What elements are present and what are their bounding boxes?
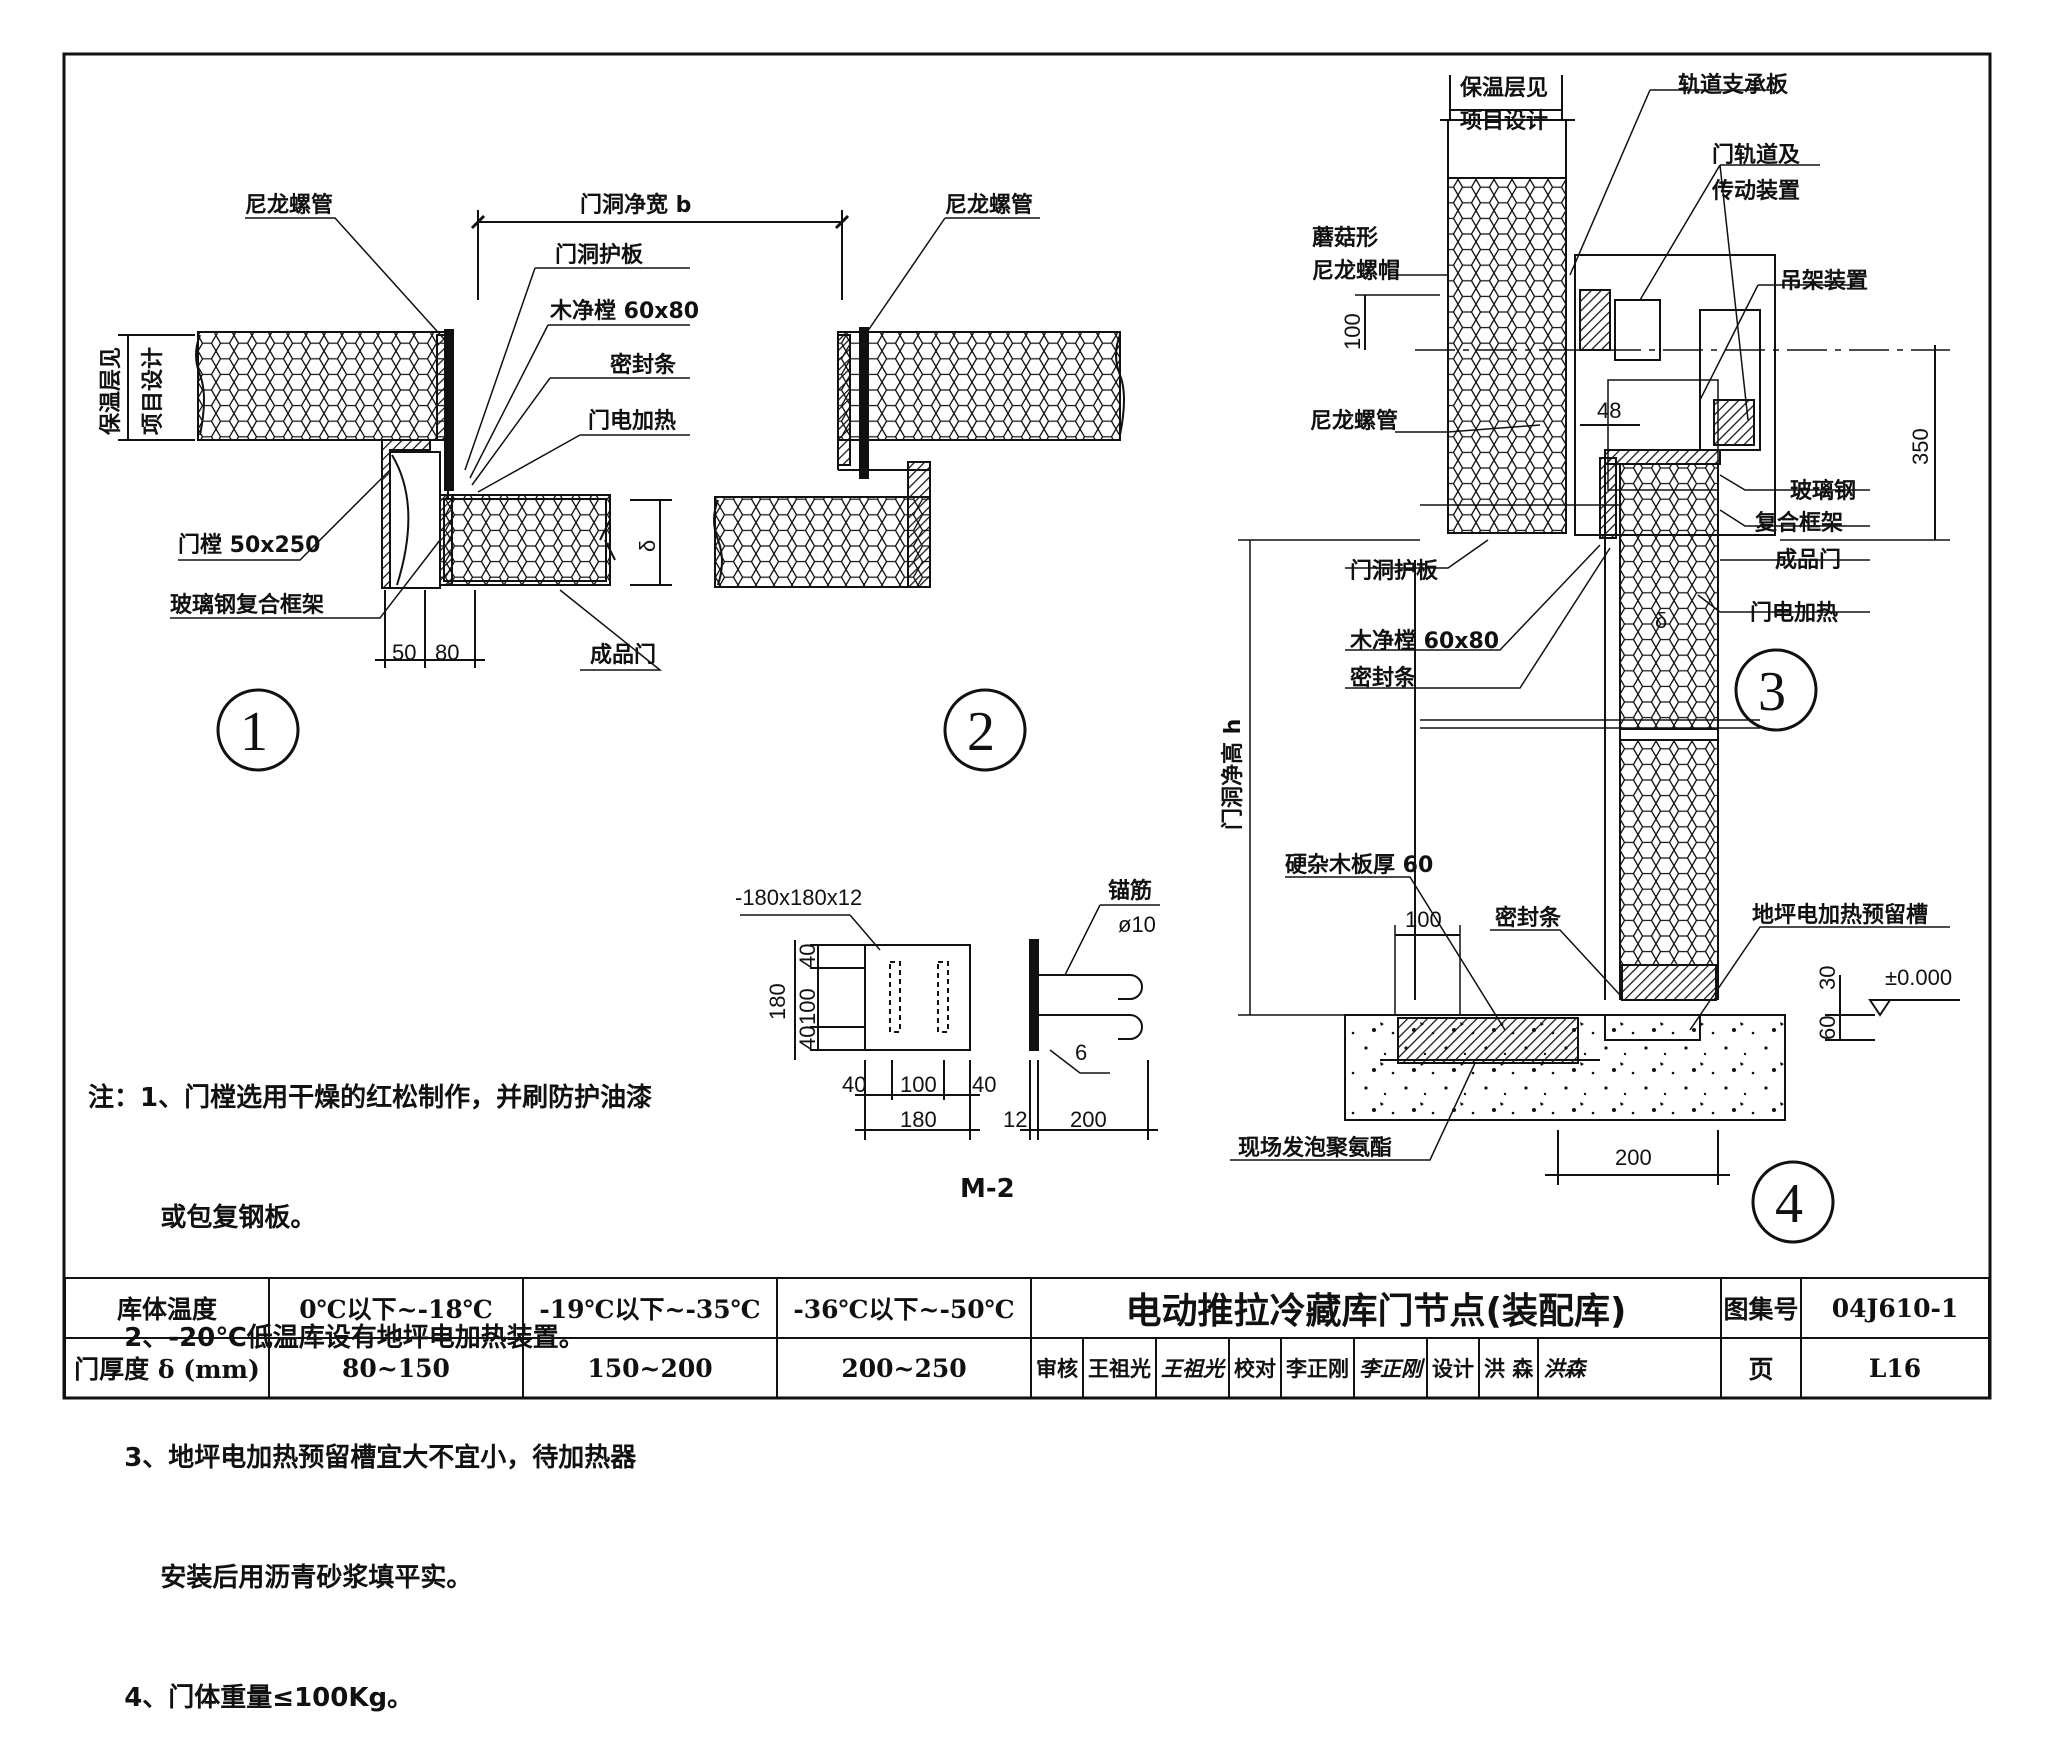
dim-80: 80 <box>435 640 459 665</box>
check-label: 校对 <box>1230 1339 1282 1397</box>
detail-number-4: 4 <box>1775 1173 1803 1235</box>
temp-range-2: -19℃以下~-35℃ <box>522 1277 778 1339</box>
m2-label: M-2 <box>960 1174 1015 1204</box>
label-door-clear-height: 门洞净高 h <box>1220 719 1246 830</box>
thickness-2: 150~200 <box>522 1337 778 1399</box>
label-elevation: ±0.000 <box>1885 965 1952 990</box>
temp-range-1: 0℃以下~-18℃ <box>268 1277 524 1339</box>
m2-anchor: 锚筋 <box>1108 878 1152 904</box>
atlas-label: 图集号 <box>1720 1277 1802 1339</box>
thickness-3: 200~250 <box>776 1337 1032 1399</box>
dim-delta-1: δ <box>635 540 660 552</box>
thickness-1: 80~150 <box>268 1337 524 1399</box>
label-track-support: 轨道支承板 <box>1678 72 1789 98</box>
temp-range-3: -36℃以下~-50℃ <box>776 1277 1032 1339</box>
label-insulation-1b: 项目设计 <box>141 347 166 435</box>
checker-name: 李正刚 <box>1282 1339 1355 1397</box>
m2-dim-100b: 100 <box>900 1072 937 1097</box>
m2-dim-40d: 40 <box>972 1072 996 1097</box>
label-door-clear-width: 门洞净宽 b <box>580 192 691 218</box>
reviewer-name: 王祖光 <box>1084 1339 1157 1397</box>
reviewer-signature: 王祖光 <box>1157 1339 1230 1397</box>
label-frp-3a: 玻璃钢 <box>1790 478 1856 504</box>
dim-350: 350 <box>1908 428 1933 465</box>
label-seal-strip: 密封条 <box>610 352 677 378</box>
note-line: 或包复钢板。 <box>88 1203 317 1233</box>
signature-row: 审核 王祖光 王祖光 校对 李正刚 李正刚 设计 洪 森 洪森 <box>1030 1337 1722 1399</box>
label-seal-3: 密封条 <box>1350 665 1417 691</box>
m2-dim-40a: 40 <box>795 944 820 968</box>
m2-dim-180v: 180 <box>765 983 790 1020</box>
dim-50: 50 <box>392 640 416 665</box>
label-mushroom-b: 尼龙螺帽 <box>1312 259 1400 284</box>
dim-60: 60 <box>1815 1016 1840 1040</box>
label-hanger: 吊架装置 <box>1780 268 1868 294</box>
drawing-sheet: 尼龙螺管 门洞净宽 b 门洞护板 木净樘 60x80 密封条 门电加热 保温层见… <box>62 52 1992 1400</box>
detail-1 <box>118 210 850 772</box>
sheet-border <box>62 52 1992 1400</box>
checker-signature: 李正刚 <box>1355 1339 1428 1397</box>
dim-30: 30 <box>1815 966 1840 990</box>
label-finished-door-1: 成品门 <box>590 642 656 668</box>
label-track-drive-a: 门轨道及 <box>1712 142 1801 168</box>
note-line: 3、地坪电加热预留槽宜大不宜小，待加热器 <box>88 1443 637 1473</box>
dim-48: 48 <box>1597 398 1621 423</box>
detail-number-1: 1 <box>240 701 268 763</box>
title-block: 库体温度 0℃以下~-18℃ -19℃以下~-35℃ -36℃以下~-50℃ 电… <box>64 1277 1990 1399</box>
m2-dim-200: 200 <box>1070 1107 1107 1132</box>
embedded-plate-m2 <box>740 904 1160 1140</box>
label-nylon-tube-1: 尼龙螺管 <box>245 192 333 218</box>
temp-label: 库体温度 <box>64 1277 270 1339</box>
label-finished-door-3: 成品门 <box>1775 547 1841 573</box>
label-door-heater-3: 门电加热 <box>1750 600 1838 626</box>
m2-dim-6: 6 <box>1075 1040 1087 1065</box>
dim-200: 200 <box>1615 1145 1652 1170</box>
designer-signature: 洪森 <box>1543 1356 1586 1381</box>
label-door-heater: 门电加热 <box>588 408 676 434</box>
design-label: 设计 <box>1428 1339 1480 1397</box>
m2-dim-180h: 180 <box>900 1107 937 1132</box>
label-nylon-tube-2: 尼龙螺管 <box>945 192 1033 218</box>
page-number: L16 <box>1800 1337 1990 1399</box>
detail-number-2: 2 <box>967 701 995 763</box>
dim-100-vertical: 100 <box>1340 313 1365 350</box>
label-insulation-3b: 项目设计 <box>1460 109 1548 134</box>
label-seal-4: 密封条 <box>1495 905 1562 931</box>
label-nylon-tube-3: 尼龙螺管 <box>1310 408 1398 434</box>
m2-dim-40c: 40 <box>842 1072 866 1097</box>
note-line: 安装后用沥青砂浆填平实。 <box>88 1563 473 1593</box>
label-frp-3b: 复合框架 <box>1754 510 1843 536</box>
page-label: 页 <box>1720 1337 1802 1399</box>
label-floor-heat-slot: 地坪电加热预留槽 <box>1752 902 1928 928</box>
label-track-drive-b: 传动装置 <box>1711 179 1800 204</box>
label-insulation-1a: 保温层见 <box>99 347 124 436</box>
label-door-frame: 门樘 50x250 <box>178 532 320 558</box>
note-line: 注：1、门樘选用干燥的红松制作，并刷防护油漆 <box>88 1083 653 1113</box>
label-frp-frame: 玻璃钢复合框架 <box>170 592 324 618</box>
dim-100-horizontal: 100 <box>1405 907 1442 932</box>
detail-2 <box>713 217 1125 772</box>
m2-plate-spec: -180x180x12 <box>735 885 862 910</box>
label-hardwood: 硬杂木板厚 60 <box>1285 853 1433 878</box>
dim-delta-3: δ <box>1655 608 1667 633</box>
label-wood-frame: 木净樘 60x80 <box>549 298 699 324</box>
note-line: 4、门体重量≤100Kg。 <box>88 1683 414 1713</box>
label-mushroom-a: 蘑菇形 <box>1312 226 1378 251</box>
label-pu-foam: 现场发泡聚氨酯 <box>1238 1135 1392 1161</box>
designer-name: 洪 森 <box>1480 1339 1540 1397</box>
m2-anchor-dia: ø10 <box>1118 912 1156 937</box>
m2-dim-12: 12 <box>1003 1107 1027 1132</box>
thickness-label: 门厚度 δ (mm) <box>64 1337 270 1399</box>
label-door-guard-3: 门洞护板 <box>1350 558 1439 584</box>
detail-number-3: 3 <box>1758 661 1786 723</box>
detail-3-4 <box>1230 75 1960 1244</box>
drawing-title: 电动推拉冷藏库门节点(装配库) <box>1030 1277 1722 1339</box>
atlas-number: 04J610-1 <box>1800 1277 1990 1339</box>
m2-dim-100a: 100 <box>795 988 820 1025</box>
label-door-guard-plate: 门洞护板 <box>555 242 644 268</box>
review-label: 审核 <box>1032 1339 1084 1397</box>
label-wood-frame-3: 木净樘 60x80 <box>1349 628 1499 654</box>
m2-dim-40b: 40 <box>795 1026 820 1050</box>
label-insulation-3a: 保温层见 <box>1459 76 1548 101</box>
